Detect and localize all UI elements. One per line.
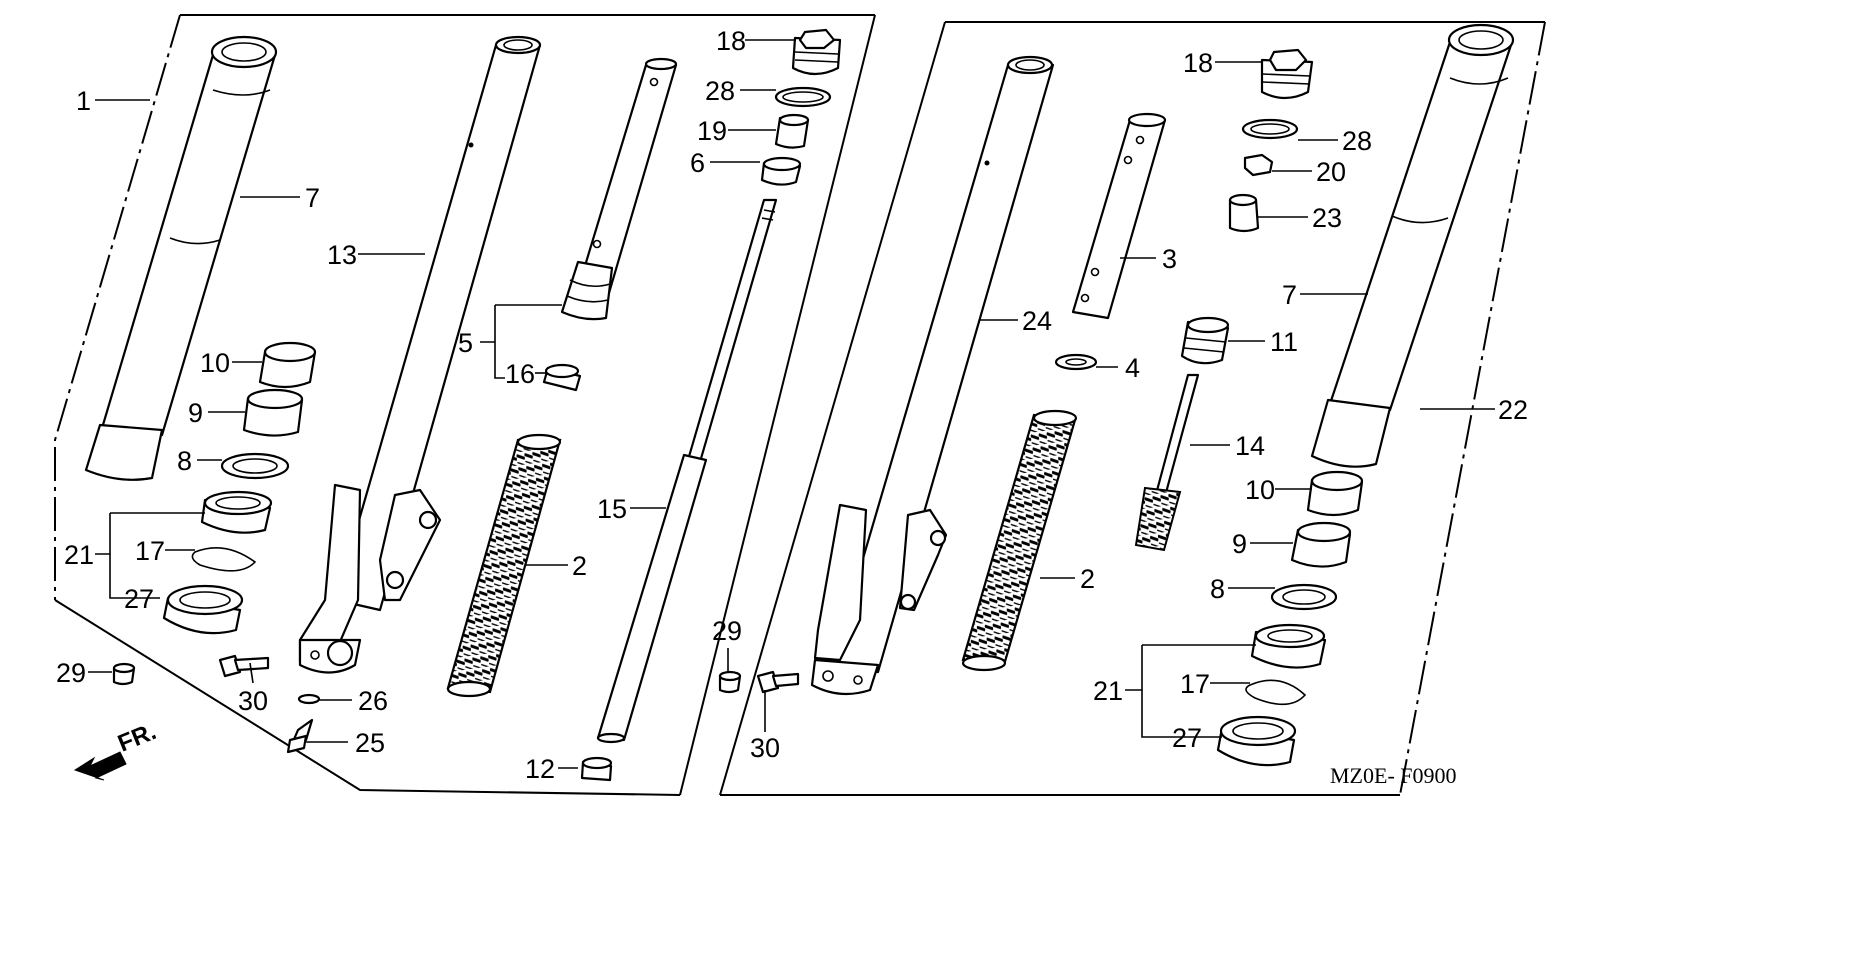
callout-21: 21 [64,540,94,570]
callout-7-right: 7 [1282,280,1297,310]
guide-bushing-left [242,388,304,437]
callout-21-right: 21 [1093,676,1123,706]
callout-27: 27 [124,584,154,614]
fork-slider-right [810,55,1055,696]
callout-11: 11 [1270,327,1298,357]
piston-tube-right [1071,112,1167,320]
callout-9-right: 9 [1232,529,1247,559]
plug-right [718,670,742,694]
sealing-washer-left [297,693,321,705]
fork-pipe-left [596,198,778,744]
callout-18: 18 [716,26,746,56]
callout-23: 23 [1312,203,1342,233]
right-frame [719,21,1546,796]
callout-8: 8 [177,446,192,476]
outer-fork-tube-left [84,35,278,481]
callout-28-right: 28 [1342,126,1372,156]
callout-19: 19 [697,116,727,146]
callout-17-right: 17 [1180,669,1210,699]
callout-30-right: 30 [750,733,780,763]
oil-seal-left [200,490,273,534]
callout-3: 3 [1162,244,1177,274]
callout-5: 5 [458,328,473,358]
spring-seat-right [1228,193,1260,233]
fork-cap-bolt-right [1260,48,1314,100]
callout-20: 20 [1316,157,1346,187]
callout-16: 16 [505,359,535,389]
arrow-down-left-icon [73,751,127,781]
callout-28: 28 [705,76,735,106]
callout-9: 9 [188,398,203,428]
callout-30: 30 [238,686,268,716]
fr-label: FR. [114,718,160,758]
callout-26: 26 [358,686,388,716]
callout-17: 17 [135,536,165,566]
callout-15: 15 [597,494,627,524]
callouts: 1 7 13 10 9 8 21 17 27 29 30 26 25 5 16 … [56,26,1528,784]
spring-collar-left [760,156,802,186]
callout-1: 1 [76,86,91,116]
callout-24: 24 [1022,306,1052,336]
guide-bushing-right [1290,521,1352,568]
washer-right [1054,353,1098,371]
stopper-ring-left [191,546,257,572]
callout-22: 22 [1498,395,1528,425]
fork-spring-left [446,433,562,698]
lock-nut-right [1243,153,1274,177]
fork-slider-left [298,35,542,674]
callout-10-right: 10 [1245,475,1275,505]
callout-18-right: 18 [1183,48,1213,78]
o-ring-right [1241,118,1299,140]
outer-fork-tube-right [1310,23,1515,468]
slider-bushing-left [258,341,317,389]
fork-cap-bolt-left [791,28,842,76]
stopper-ring-right [1245,679,1307,706]
slide-spring-right [1180,316,1230,365]
callout-13: 13 [327,240,357,270]
callout-10: 10 [200,348,230,378]
oil-lock-piece-left [542,363,582,392]
o-ring-left [774,86,832,108]
dust-seal-right [1216,715,1297,767]
callout-25: 25 [355,728,385,758]
callout-12: 12 [525,754,555,784]
front-direction-indicator: FR. [73,718,160,781]
callout-4: 4 [1125,353,1140,383]
collar-left [580,756,613,782]
oil-seal-right [1250,623,1327,669]
callout-29-right: 29 [712,616,742,646]
callout-27-right: 27 [1172,723,1202,753]
slider-bushing-right [1306,470,1364,517]
callout-8-right: 8 [1210,574,1225,604]
plug-left [112,662,136,686]
leader-lines [88,39,1495,769]
callout-6: 6 [690,148,705,178]
dust-seal-left [162,584,244,635]
socket-bolt-left [218,654,270,678]
callout-14: 14 [1235,431,1265,461]
damper-rod-left [560,57,678,321]
callout-7: 7 [305,183,320,213]
fork-spring-right [961,409,1078,672]
drain-bolt-left [286,718,314,754]
back-up-ring-right [1270,583,1338,611]
left-frame [54,14,876,796]
spring-seat-left [774,113,810,149]
diagram-code: MZ0E- F0900 [1330,763,1457,788]
socket-bolt-right [756,670,800,694]
damper-rod-right [1134,373,1200,552]
back-up-ring-left [220,452,290,480]
callout-29: 29 [56,658,86,688]
callout-2-right: 2 [1080,564,1095,594]
callout-2: 2 [572,551,587,581]
